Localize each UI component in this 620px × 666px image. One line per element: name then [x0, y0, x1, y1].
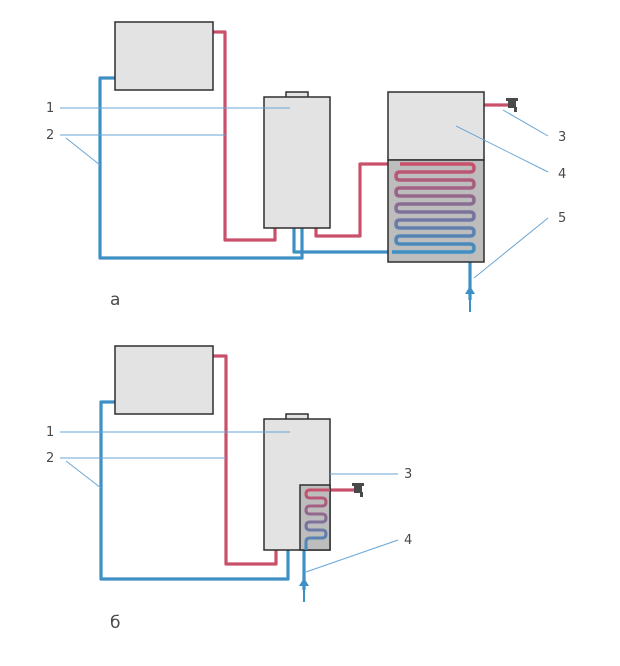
scheme-a: 1 2 3 4 5 а — [46, 21, 566, 312]
caption-a: а — [110, 290, 120, 310]
faucet-icon — [352, 483, 364, 497]
heating-coil-a — [392, 162, 476, 254]
tank-top-a — [387, 91, 485, 161]
leader-2b-a — [65, 137, 101, 166]
scheme-b: 1 2 3 4 б — [46, 345, 412, 633]
leader-4-a — [455, 125, 549, 173]
faucet-icon — [506, 98, 518, 112]
return-pipe-b — [99, 400, 290, 581]
label-3-b: 3 — [404, 467, 412, 482]
arrow-up-icon — [465, 286, 475, 312]
arrow-up-icon — [299, 578, 309, 602]
return-pipe-a — [98, 76, 304, 260]
label-1-b: 1 — [46, 425, 54, 440]
boiler-a — [263, 96, 331, 229]
boiler-to-coil-hot-pipe-a — [314, 162, 400, 238]
boiler-to-tank-cold-pipe-a — [292, 228, 392, 254]
label-2-b: 2 — [46, 451, 54, 466]
leader-3-a — [502, 109, 549, 137]
label-4-b: 4 — [404, 533, 412, 548]
radiator-a — [114, 21, 214, 91]
supply-pipe-a — [213, 30, 277, 242]
label-5-a: 5 — [558, 211, 566, 226]
label-3-a: 3 — [558, 130, 566, 145]
supply-pipe-b — [213, 354, 278, 566]
label-1-a: 1 — [46, 101, 54, 116]
radiator-b — [114, 345, 214, 415]
caption-b: б — [110, 613, 120, 633]
label-2-a: 2 — [46, 128, 54, 143]
leader-4-b — [305, 539, 399, 573]
label-4-a: 4 — [558, 167, 566, 182]
leader-2b-b — [65, 460, 102, 489]
leader-5-a — [473, 217, 549, 279]
heating-coil-b — [304, 488, 330, 550]
